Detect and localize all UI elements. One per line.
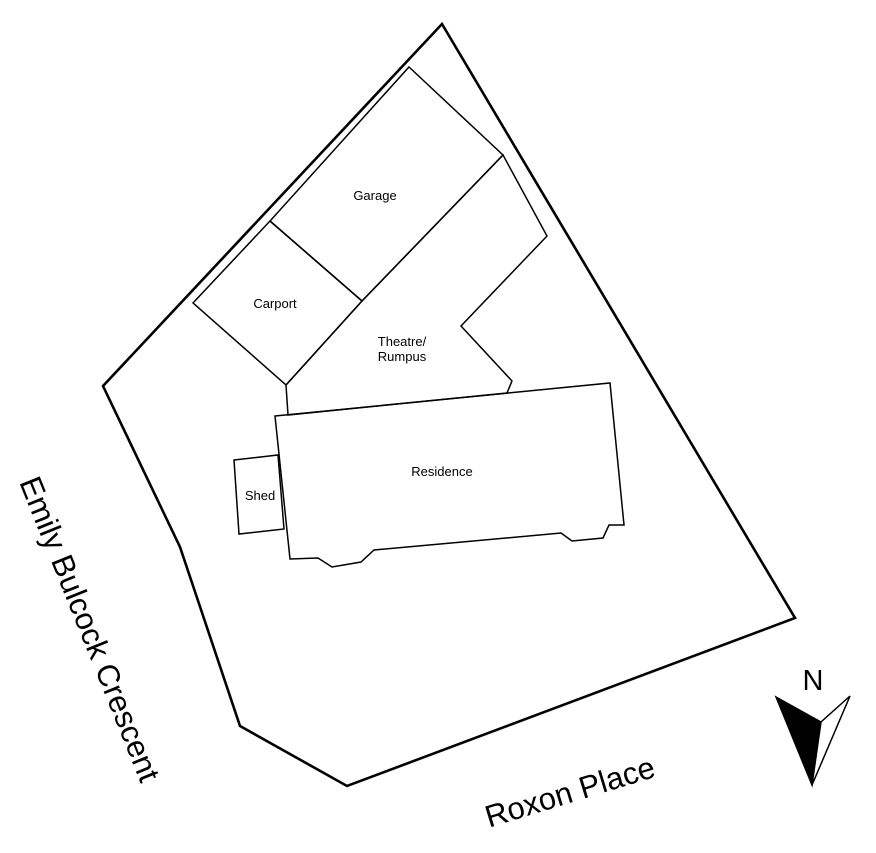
garage-outline xyxy=(268,65,505,303)
residence-label: Residence xyxy=(411,464,472,479)
theatre-rumpus-label-line2: Rumpus xyxy=(378,349,427,364)
lot-boundary xyxy=(101,21,797,788)
street-label-roxon-place: Roxon Place xyxy=(481,750,659,835)
garage-label: Garage xyxy=(353,188,396,203)
theatre-rumpus-label-line1: Theatre/ xyxy=(378,334,427,349)
carport-label: Carport xyxy=(253,296,297,311)
shed-label: Shed xyxy=(245,488,275,503)
shed-outline xyxy=(233,454,285,535)
north-arrow-icon xyxy=(774,695,851,788)
street-label-emily-bulcock-crescent: Emily Bulcock Crescent xyxy=(13,472,168,787)
north-label: N xyxy=(803,665,824,697)
residence-outline xyxy=(274,382,625,568)
theatre-rumpus-outline xyxy=(285,153,548,416)
